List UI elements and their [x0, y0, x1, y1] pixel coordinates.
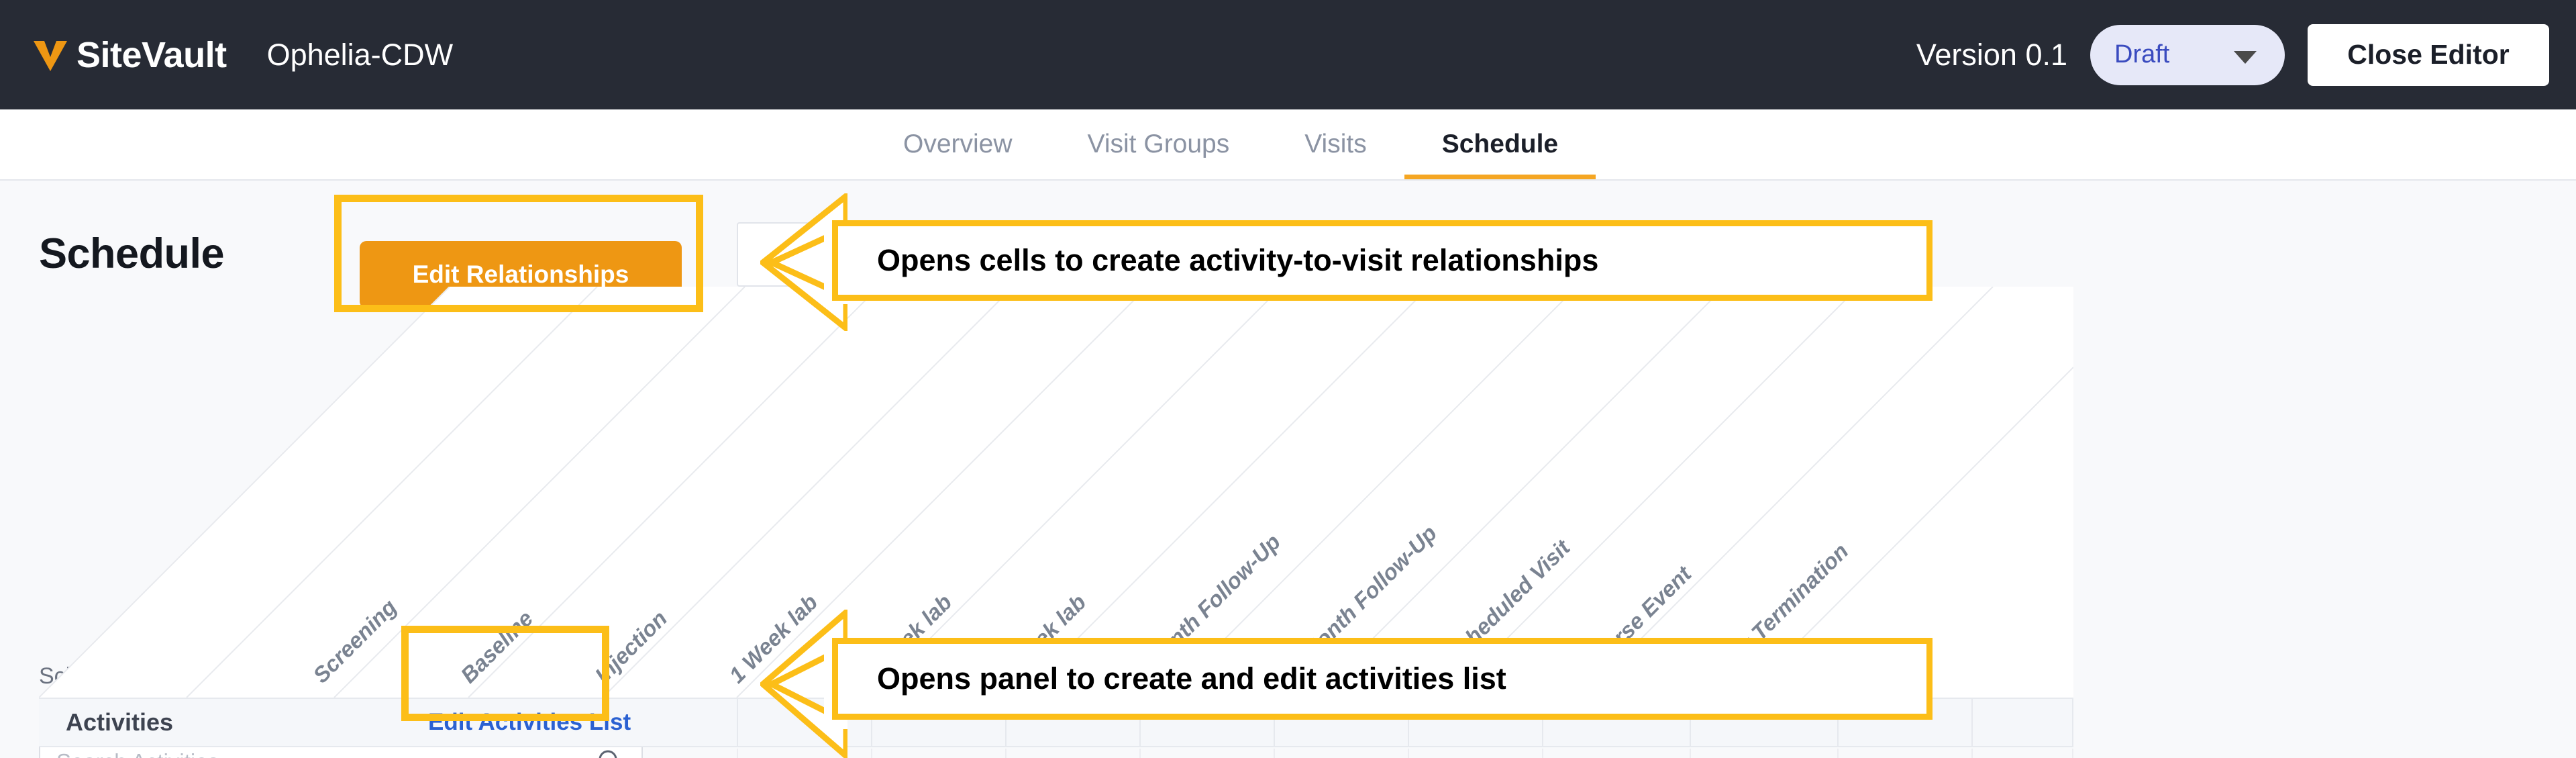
column-divider: [1971, 749, 1973, 758]
column-divider: [871, 698, 872, 747]
nav-tabs: Overview Visit Groups Visits Schedule: [866, 109, 1596, 179]
tab-visit-groups[interactable]: Visit Groups: [1087, 130, 1230, 158]
status-dropdown[interactable]: Draft: [2090, 24, 2285, 85]
column-divider: [1837, 698, 1839, 747]
column-divider: [1005, 749, 1007, 758]
annotation-highlight-edit-relationships: [334, 195, 703, 312]
column-divider: [1690, 749, 1691, 758]
version-label: Version 0.1: [1916, 37, 2067, 72]
study-name: Ophelia-CDW: [266, 37, 454, 72]
brand-logo-group[interactable]: SiteVault: [30, 34, 227, 76]
annotation-text-1: Opens cells to create activity-to-visit …: [877, 243, 1599, 277]
column-divider: [1542, 749, 1543, 758]
column-divider: [1005, 698, 1007, 747]
column-divider: [1971, 698, 1973, 747]
column-divider: [871, 749, 872, 758]
search-placeholder: Search Activities: [56, 749, 219, 758]
column-divider: [2072, 749, 2073, 758]
annotation-text-2: Opens panel to create and edit activitie…: [877, 661, 1506, 696]
column-divider: [2072, 698, 2073, 747]
column-divider: [1274, 698, 1275, 747]
chevron-down-icon: [2234, 50, 2257, 64]
annotation-callout-2: Opens panel to create and edit activitie…: [832, 638, 1933, 720]
column-divider: [1542, 698, 1543, 747]
close-editor-button[interactable]: Close Editor: [2308, 23, 2549, 86]
page-title: Schedule: [39, 230, 225, 277]
nav-bar: Overview Visit Groups Visits Schedule: [0, 109, 2576, 181]
column-divider: [1139, 698, 1141, 747]
column-divider: [1408, 749, 1409, 758]
rotated-column-headers: Screening Baseline Injection 1 Week lab …: [39, 287, 2073, 698]
tab-visits[interactable]: Visits: [1304, 130, 1367, 158]
activities-header-label: Activities: [66, 708, 174, 736]
tab-overview[interactable]: Overview: [903, 130, 1013, 158]
edit-activities-list-link[interactable]: Edit Activities List: [428, 709, 631, 735]
annotation-highlight-edit-activities-list: [401, 626, 609, 721]
top-header-bar: SiteVault Ophelia-CDW Version 0.1 Draft …: [0, 0, 2576, 109]
annotation-callout-1: Opens cells to create activity-to-visit …: [832, 220, 1933, 301]
brand-name: SiteVault: [76, 34, 227, 75]
column-divider: [1139, 749, 1141, 758]
search-icon[interactable]: [596, 747, 625, 758]
tab-schedule[interactable]: Schedule: [1404, 109, 1596, 179]
column-divider: [737, 698, 738, 747]
header-actions: Version 0.1 Draft Close Editor: [1916, 0, 2549, 109]
column-divider: [1408, 698, 1409, 747]
column-divider: [1837, 749, 1839, 758]
column-divider: [1274, 749, 1275, 758]
status-value: Draft: [2114, 40, 2170, 68]
column-divider: [737, 749, 738, 758]
column-divider: [1690, 698, 1691, 747]
veeva-v-logo-icon: [34, 40, 67, 71]
